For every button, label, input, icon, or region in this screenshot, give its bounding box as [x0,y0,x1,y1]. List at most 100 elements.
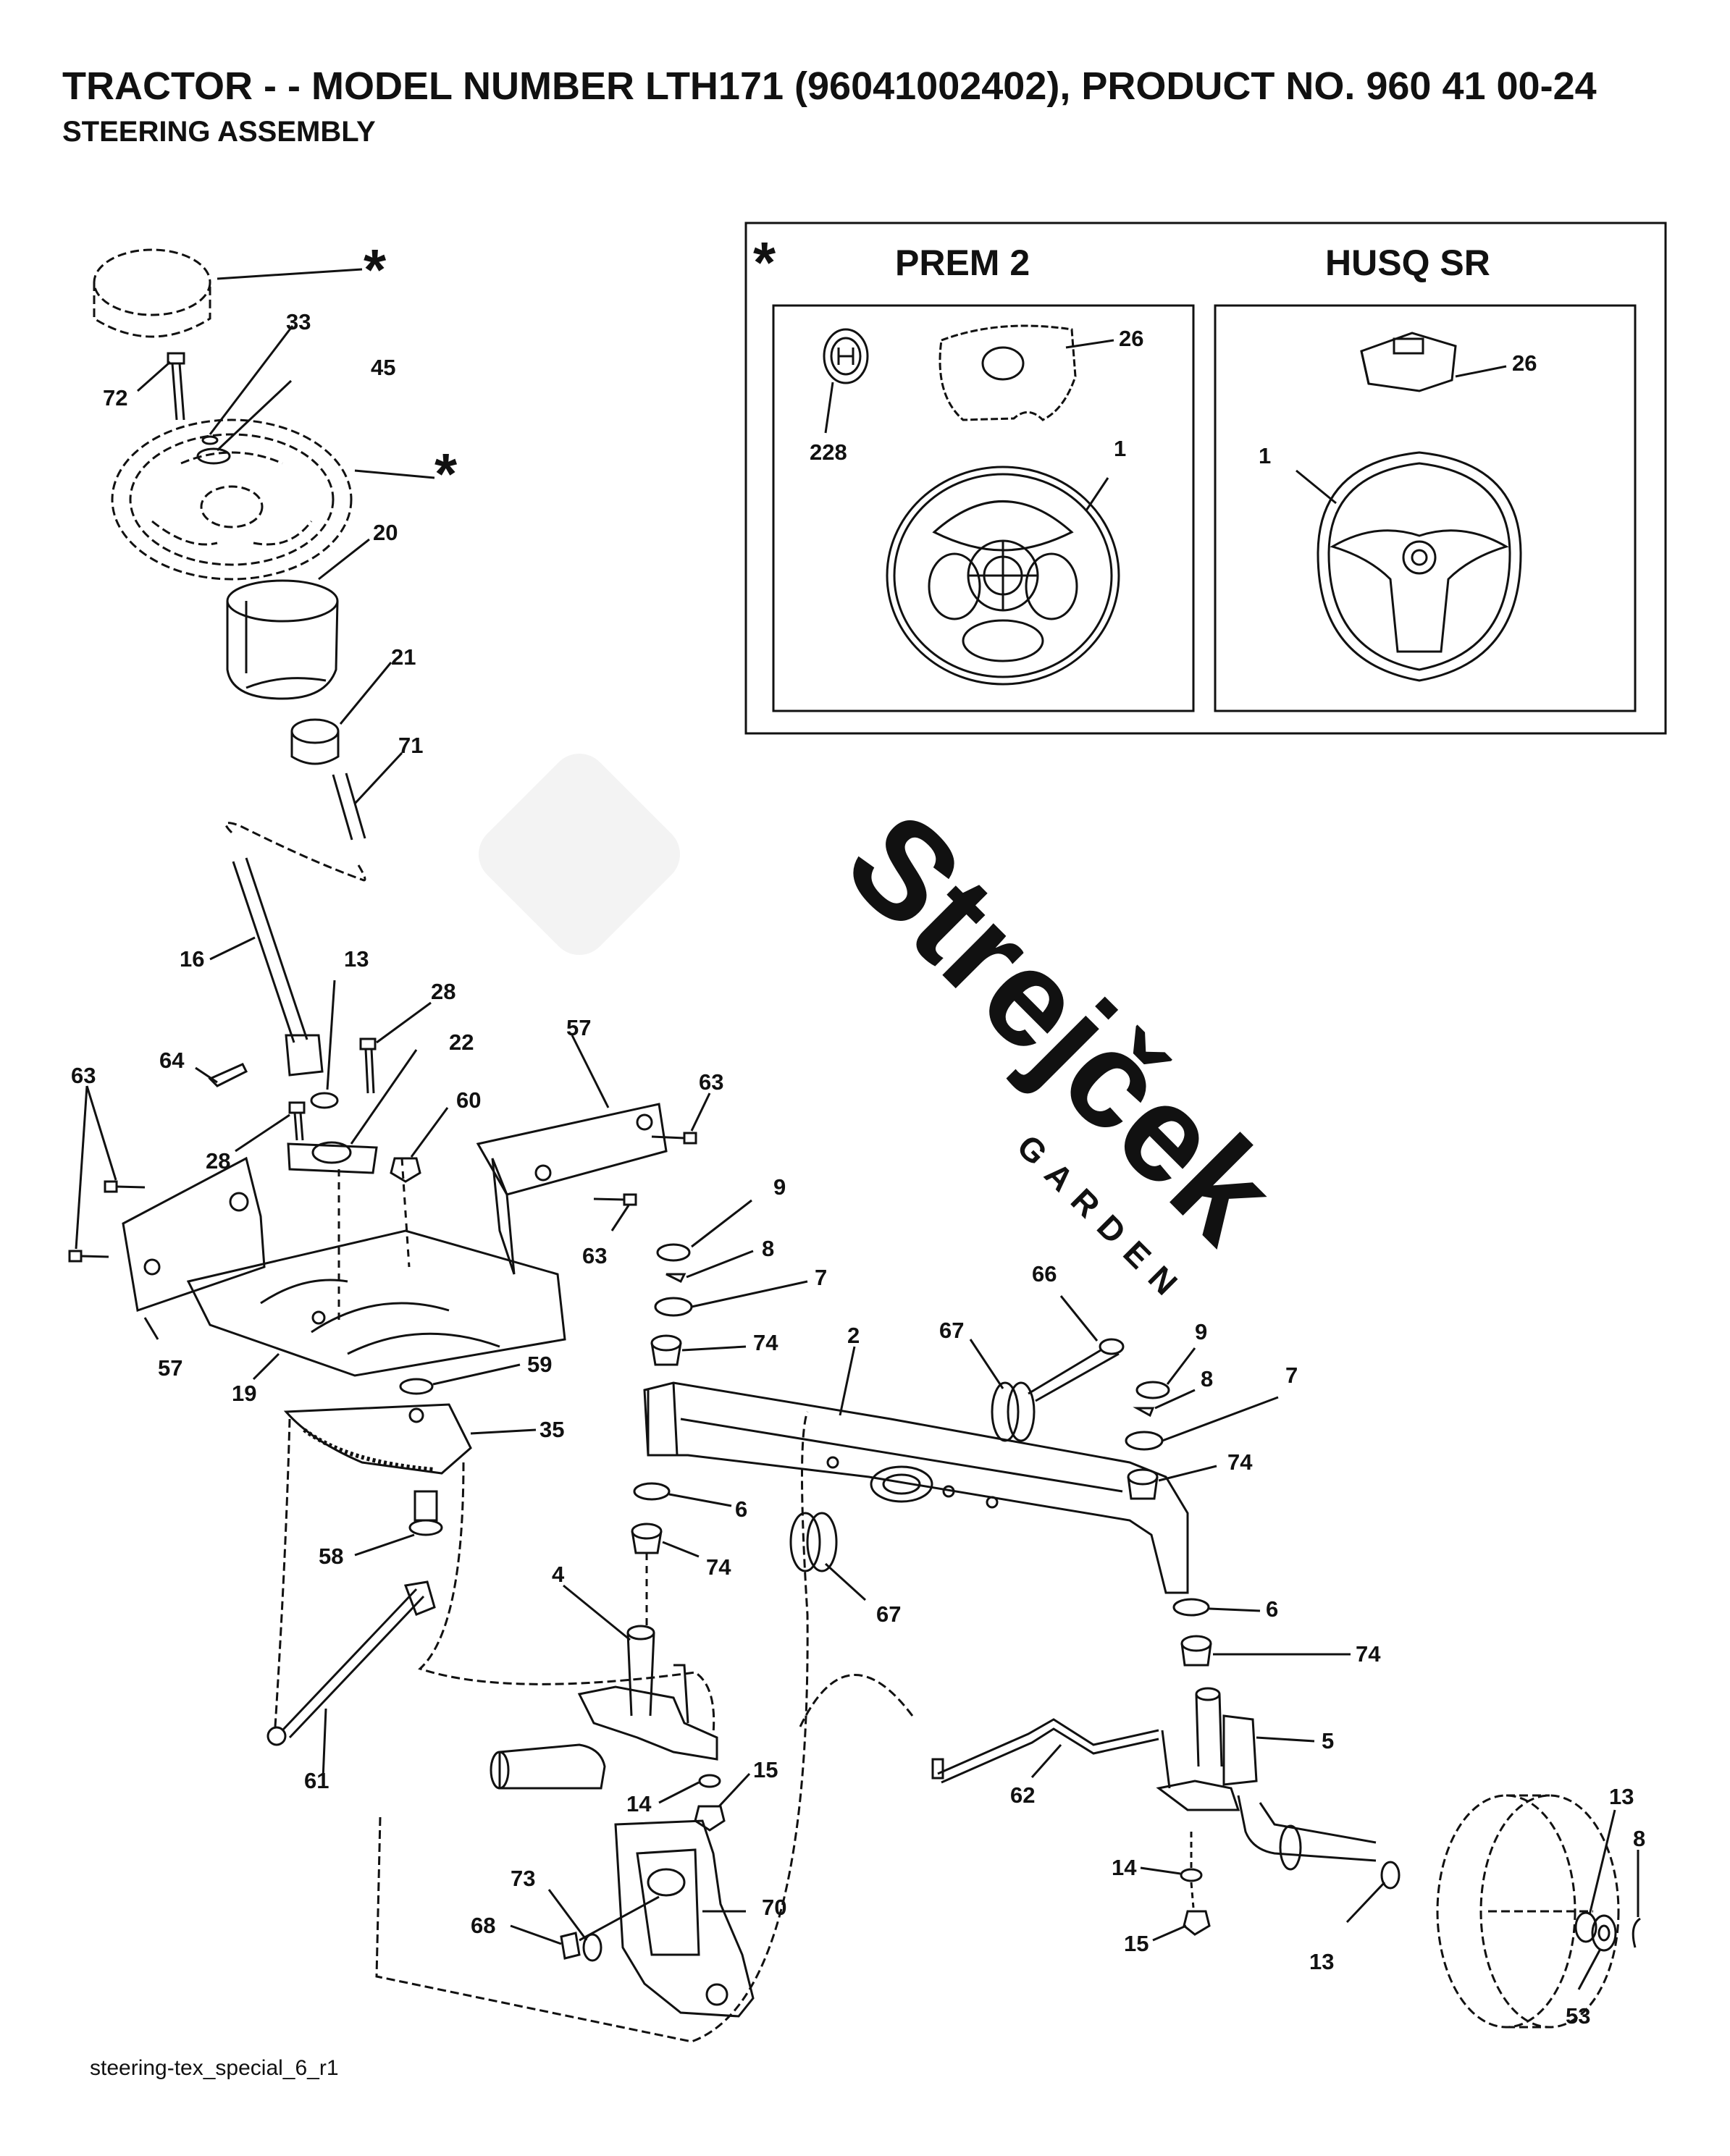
callout-53: 53 [1566,2003,1590,2029]
callout-28-bottom: 28 [206,1148,230,1174]
callout-6-left: 6 [735,1496,747,1522]
callout-6-right: 6 [1266,1596,1278,1622]
callout-73: 73 [511,1866,535,1891]
callout-67-top: 67 [939,1318,964,1343]
sector-gear [283,1403,472,1475]
washer-33 [201,435,219,445]
pin-64 [208,1063,248,1087]
front-wheel [1436,1794,1620,2029]
washer-6-right [1172,1598,1210,1617]
callout-58: 58 [319,1544,343,1569]
bolt-68 [560,1895,660,1960]
callout-14-right: 14 [1112,1855,1137,1880]
washer-13 [310,1092,339,1109]
panel-title-prem2: PREM 2 [895,243,1030,283]
callout-228: 228 [810,439,847,465]
bushing-74a [650,1334,682,1366]
callout-57-left: 57 [158,1355,182,1381]
husq-cover [1360,332,1457,392]
callout-9-left: 9 [773,1174,786,1200]
callout-72: 72 [103,385,127,410]
panel-husq-sr [1214,304,1637,712]
washer-45 [196,447,231,465]
page-subtitle: STEERING ASSEMBLY [62,116,376,148]
cap-9-left [656,1243,691,1262]
callout-74-top-left: 74 [753,1330,778,1355]
washer-73 [582,1933,602,1962]
callout-13-wheel-outer: 13 [1609,1784,1634,1809]
bushing-74c [631,1523,663,1554]
drag-link-61 [266,1580,436,1746]
bushing-74d [1180,1635,1212,1667]
callout-35: 35 [539,1417,564,1442]
callout-20: 20 [373,520,398,545]
callout-63-mid: 63 [582,1243,607,1268]
steering-arm-70 [614,1819,755,2018]
callout-74-bottom-right: 74 [1356,1641,1381,1667]
callout-63-left: 63 [71,1063,96,1088]
callout-63-top-right: 63 [699,1069,723,1095]
callout-33: 33 [286,309,311,334]
drawing-code: steering-tex_special_6_r1 [90,2056,339,2080]
callout-1-husq: 1 [1259,443,1271,468]
bolt-28a [359,1037,377,1094]
clip-8-left [665,1273,686,1284]
callout-26-husq: 26 [1512,350,1537,376]
spindle-5 [1156,1687,1377,1871]
callout-22: 22 [449,1029,474,1055]
tie-rod-62 [931,1718,1171,1789]
callout-66: 66 [1032,1261,1057,1287]
callout-60: 60 [456,1087,481,1113]
callout-62: 62 [1010,1782,1035,1808]
steering-shaft [232,857,324,1077]
callout-57-right: 57 [566,1015,591,1040]
bracket-57-left [122,1156,266,1312]
callout-9-right: 9 [1195,1319,1207,1344]
callout-5: 5 [1322,1728,1334,1753]
bolt-72 [167,352,185,421]
callout-21: 21 [391,644,416,670]
callout-68: 68 [471,1913,495,1938]
callout-19: 19 [232,1381,256,1406]
nut-15-right [1183,1910,1211,1936]
prem2-steering-wheel [886,466,1120,686]
bolts-63-right [593,1132,697,1206]
clip-8-wheel [1632,1917,1641,1948]
washer-13-outer [1574,1911,1597,1943]
panel-prem2 [772,304,1195,712]
star-marker-wheel: * [434,442,458,506]
column-cover [226,579,339,700]
bushing-74b [1127,1468,1159,1500]
callout-2: 2 [847,1323,860,1348]
callout-1-prem2: 1 [1114,436,1126,461]
callout-28-top: 28 [431,979,455,1004]
flange-22 [287,1141,378,1174]
steering-wheel [111,418,353,581]
clip-8-right [1133,1407,1155,1418]
callout-13-wheel-inner: 13 [1309,1949,1334,1974]
callout-4: 4 [552,1562,565,1587]
shoulder-bolt-58 [408,1490,443,1536]
panel-title-husq-sr: HUSQ SR [1325,243,1490,283]
spindle-4 [490,1625,718,1790]
inset-frame [744,222,1667,735]
front-axle [643,1381,1189,1594]
spacer-67-bottom [789,1512,838,1572]
callout-8-left: 8 [762,1236,774,1261]
prem2-cover [939,324,1077,421]
washer-59 [399,1378,434,1395]
callout-15-left: 15 [753,1757,778,1782]
callout-16: 16 [180,946,204,972]
callout-14-left: 14 [626,1791,652,1816]
steering-plate [186,1229,566,1377]
washer-7-left [654,1297,693,1317]
washer-6-left [633,1482,671,1501]
callout-15-right: 15 [1124,1931,1149,1956]
callout-70: 70 [762,1895,786,1920]
callout-13-top: 13 [344,946,369,972]
callout-45: 45 [371,355,395,380]
callout-7-left: 7 [815,1265,827,1290]
washer-53 [1591,1914,1617,1952]
pivot-bolt-66 [1028,1338,1125,1402]
